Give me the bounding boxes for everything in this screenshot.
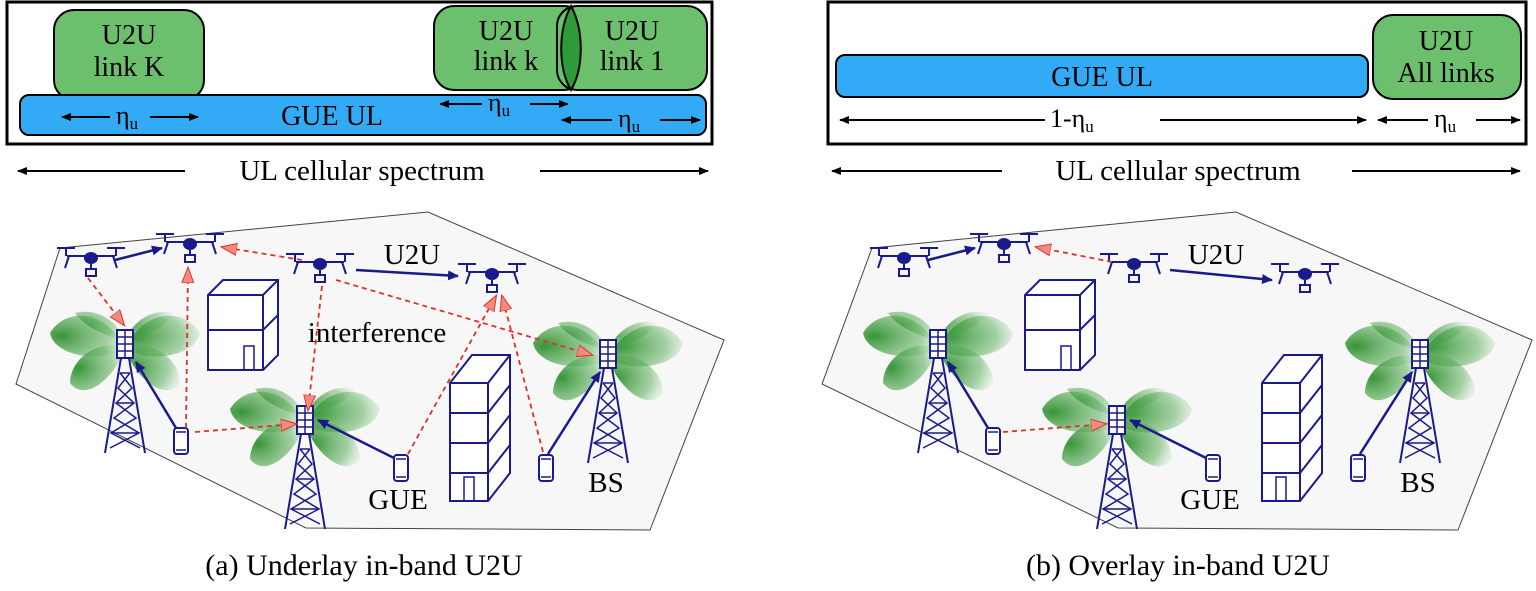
ul-spectrum-label-b: UL cellular spectrum (1055, 155, 1301, 187)
gue-label-a: GUE (368, 484, 428, 516)
spectrum-b: GUE UL U2U All links 1-ηu ηu UL cellular… (826, 0, 1528, 187)
u2u-link-arrow-1-a (114, 245, 163, 262)
link-K-line2: link K (94, 52, 165, 83)
spectrum-a-frame (5, 0, 714, 146)
all-links-line2: All links (1397, 58, 1494, 89)
link-K-line1: U2U (102, 20, 156, 51)
eta-b: ηu (1434, 104, 1457, 136)
spectrum-b-frame (826, 0, 1528, 146)
u2u-link-arrow-1-b (927, 245, 976, 262)
bs-label-a: BS (588, 467, 623, 499)
all-links-line1: U2U (1419, 26, 1473, 57)
u2u-label-b: U2U (1188, 239, 1244, 271)
one-minus-eta: 1-ηu (1050, 104, 1094, 136)
gue-uplink-1-a (134, 361, 178, 429)
phone-2-a (393, 454, 409, 482)
phone-3-a (538, 454, 554, 482)
link-k-line1: U2U (479, 16, 533, 47)
gue-uplink-3-b (1358, 371, 1414, 455)
phone-2-b (1205, 454, 1221, 482)
spectrum-a: U2U link K U2U link k U2U link 1 GUE UL … (5, 0, 714, 187)
caption-b: (b) Overlay in-band U2U (1026, 549, 1330, 582)
gue-uplink-1-b (946, 361, 990, 429)
u2u-all-links-box (1372, 14, 1522, 100)
u2u-label-a: U2U (384, 239, 440, 271)
eta-k: ηu (488, 88, 511, 120)
gue-ul-band-b (835, 54, 1369, 98)
link-1-line1: U2U (605, 16, 659, 47)
building-small-b (1024, 279, 1096, 371)
gue-ul-label-b: GUE UL (1051, 62, 1153, 93)
interference-label: interference (308, 317, 446, 349)
link-k-line2: link k (474, 46, 539, 77)
u2u-link-arrow-2-a (355, 268, 459, 281)
eta-K: ηu (116, 101, 139, 133)
interference-links-b (1002, 247, 1113, 433)
bs-label-b: BS (1400, 467, 1435, 499)
eta-1: ηu (618, 104, 641, 136)
gue-ul-label-a: GUE UL (281, 101, 383, 132)
phone-1-b (985, 427, 1001, 455)
gue-uplink-3-a (546, 371, 602, 455)
caption-a: (a) Underlay in-band U2U (205, 549, 523, 582)
interference-links-a (87, 247, 592, 455)
building-small-a (207, 279, 279, 371)
link-1-line2: link 1 (600, 46, 665, 77)
phone-1-a (173, 427, 189, 455)
gue-label-b: GUE (1180, 484, 1240, 516)
phone-3-b (1350, 454, 1366, 482)
gue-uplink-2-a (317, 418, 395, 460)
scene-a: U2U interference GUE BS (a) Underlay in-… (15, 211, 725, 582)
ul-spectrum-label-a: UL cellular spectrum (239, 155, 485, 187)
gue-uplink-2-b (1129, 418, 1207, 460)
scene-b: U2U GUE BS (b) Overlay in-band U2U (821, 211, 1533, 582)
ground-a (15, 211, 725, 531)
spectrum-overlap (560, 3, 582, 92)
building-tall-b (1261, 354, 1323, 502)
u2u-link-1-box (556, 5, 708, 91)
building-tall-a (449, 354, 511, 502)
u2u-link-arrow-2-b (1169, 268, 1273, 285)
